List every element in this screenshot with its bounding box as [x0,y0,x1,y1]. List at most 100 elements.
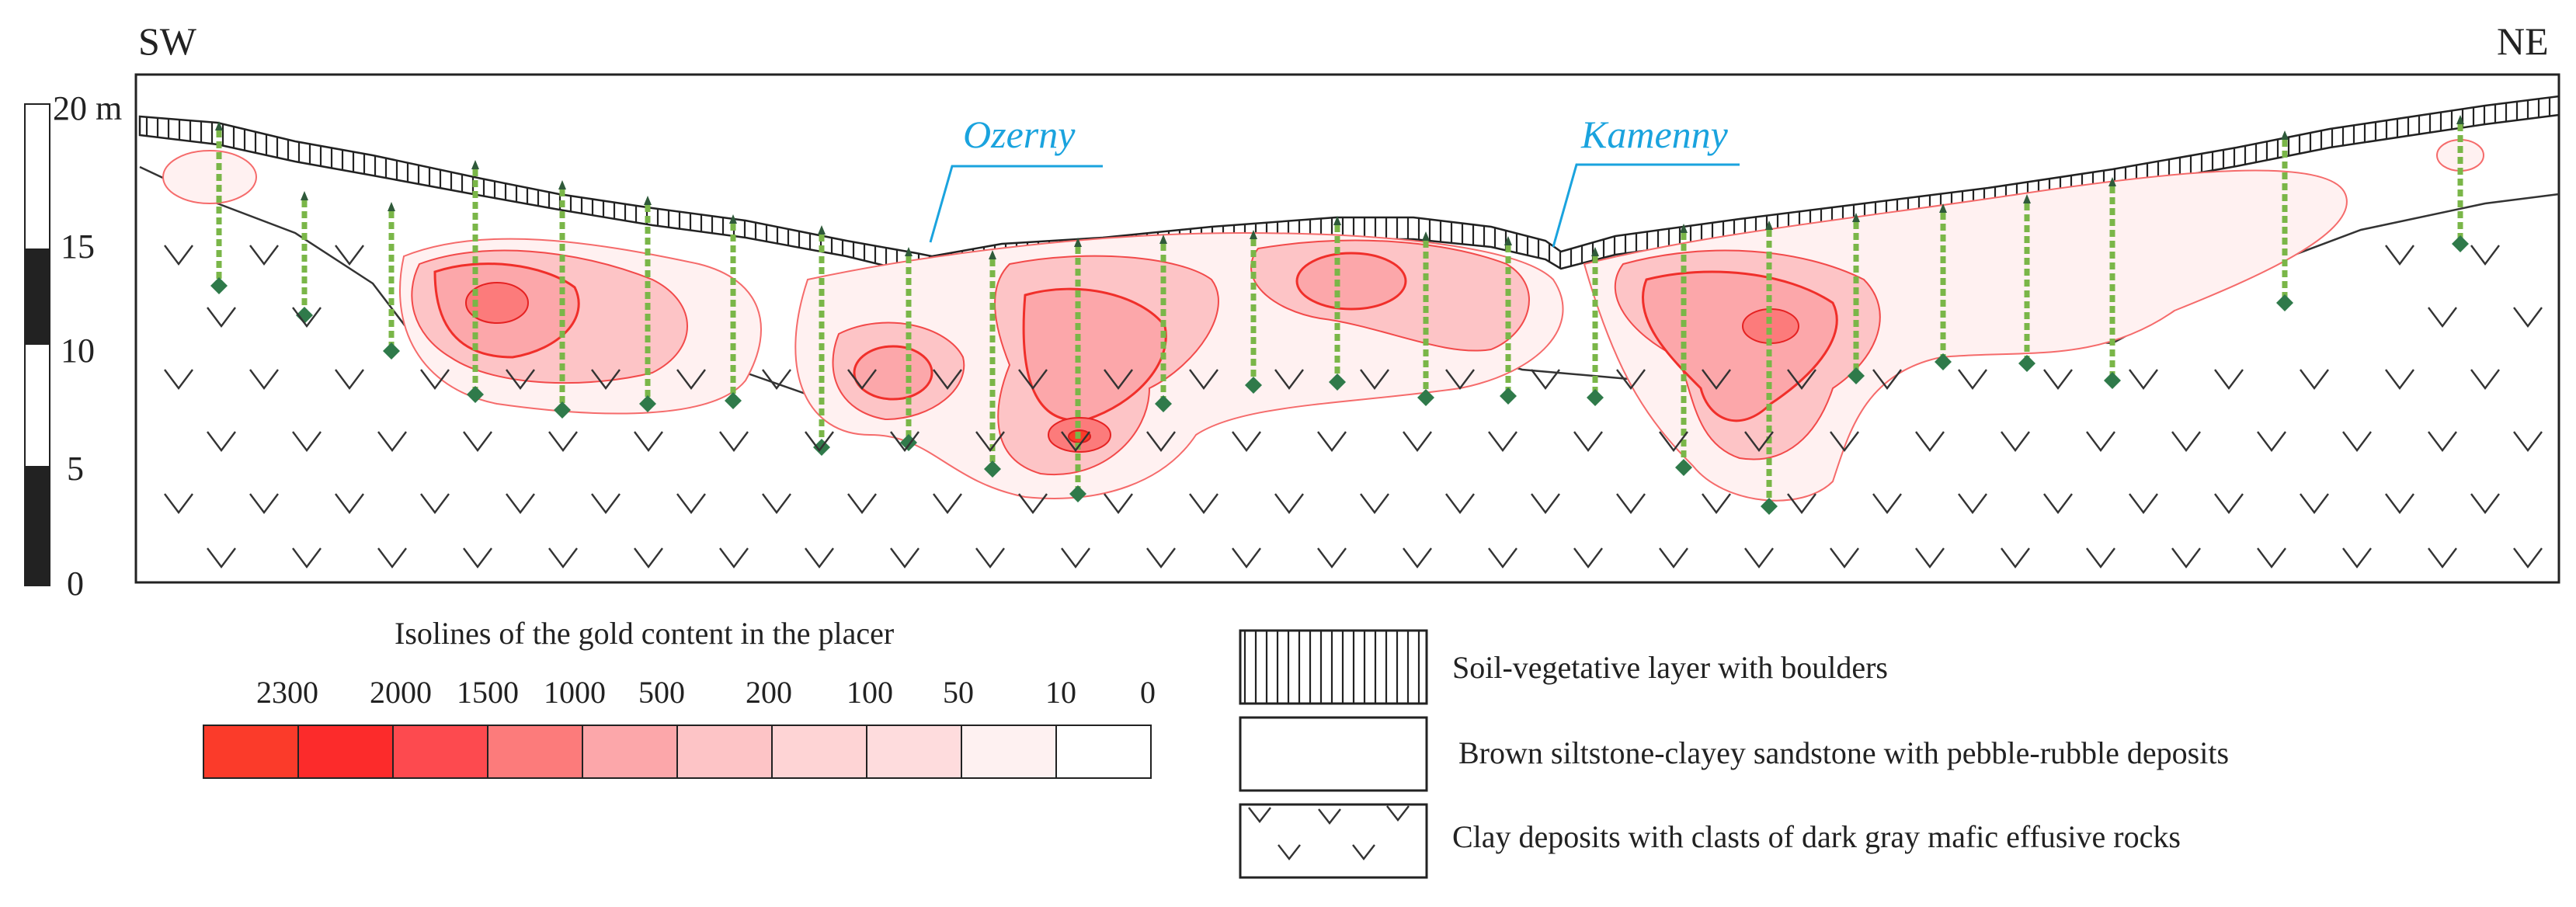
clay-v-mark [2385,493,2414,514]
borehole-end-marker [1675,459,1692,476]
clay-v-mark [1787,369,1816,390]
clay-v-mark [249,493,279,514]
borehole-collar [644,196,652,205]
clay-v-mark [1146,431,1176,452]
clay-v-mark [2171,547,2201,568]
clay-v-mark [1189,493,1218,514]
clay-v-mark [1104,493,1133,514]
borehole-end-marker [210,277,228,294]
clay-v-mark [975,431,1005,452]
gold-legend-swatch [487,725,583,779]
clay-v-mark [164,245,193,266]
clay-v-mark [2214,369,2244,390]
clay-v-mark [2428,431,2457,452]
clay-v-mark [933,369,962,390]
clay-v-mark [2513,547,2543,568]
clay-v-mark [335,245,364,266]
clay-v-mark [377,547,407,568]
scale-tick-20: 20 m [53,89,123,127]
borehole-collar [558,180,566,189]
clay-v-mark [2513,307,2543,328]
gold-zone [162,150,257,204]
clay-v-mark [249,369,279,390]
borehole-collar [1074,238,1082,247]
clay-v-mark [847,369,877,390]
clay-v-mark [1744,431,1774,452]
gold-legend-value: 2000 [370,675,432,710]
clay-v-mark [506,369,535,390]
clay-v-mark [1189,369,1218,390]
clay-v-mark [1958,369,1987,390]
borehole-end-marker [1245,377,1262,394]
boreholes [210,115,2469,515]
gold-legend-swatch [297,725,394,779]
clay-v-mark [1274,369,1304,390]
clay-v-mark [1403,431,1432,452]
clay-v-mark [1061,547,1090,568]
clay-v-mark [1787,493,1816,514]
scale-tick-5: 5 [67,450,84,488]
clay-v-mark [1146,547,1176,568]
gold-legend-value: 50 [943,675,974,710]
borehole-end-marker [1587,389,1604,406]
borehole-collar [2023,194,2031,203]
legend-clay-marks [1248,805,1410,860]
legend-text-soil: Soil-vegetative layer with boulders [1452,650,1888,685]
borehole-collar [729,214,737,224]
clay-v-mark [1531,493,1560,514]
gold-legend-swatch [676,725,773,779]
borehole-end-marker [1417,389,1434,406]
borehole-end-marker [554,401,571,419]
legend-box-soil [1239,629,1428,705]
clay-v-mark [805,431,834,452]
clay-v-mark [1274,493,1304,514]
clay-v-mark [2342,431,2372,452]
clay-v-mark [2470,245,2500,266]
scale-tick-10: 10 [61,332,95,370]
gold-legend-value: 10 [1045,675,1076,710]
clay-v-mark [1317,547,1347,568]
borehole-end-marker [1329,374,1346,391]
borehole-end-marker [1069,485,1086,502]
clay-v-mark [207,547,236,568]
clay-v-mark [1573,547,1603,568]
clay-v-mark [1488,431,1517,452]
borehole-end-marker [296,307,313,324]
legend-clay-v-mark [1386,805,1410,822]
gold-legend-swatch [771,725,867,779]
legend-clay-v-mark [1248,807,1271,823]
gold-legend-swatch [961,725,1057,779]
borehole-collar [215,121,223,130]
legend-text-clay: Clay deposits with clasts of dark gray m… [1452,819,2181,854]
legend-box-clay [1239,803,1428,879]
scale-tick-0: 0 [67,565,84,603]
direction-ne-label: NE [2497,19,2549,63]
clay-v-mark [719,547,749,568]
clay-v-mark [2470,493,2500,514]
clay-v-mark [164,493,193,514]
borehole-collar [2108,177,2116,186]
direction-sw-label: SW [138,19,196,63]
clay-v-mark [2001,431,2030,452]
gold-legend-value: 1000 [544,675,606,710]
borehole-collar [2456,115,2464,124]
gold-zone [1295,252,1407,311]
clay-v-mark [890,431,920,452]
borehole-collar [1504,236,1512,245]
borehole-end-marker [725,392,742,409]
clay-v-mark [1915,547,1945,568]
clay-v-mark [1403,547,1432,568]
clay-v-mark [548,547,578,568]
borehole-collar [388,202,395,211]
clay-v-mark [1830,431,1859,452]
clay-v-mark [2342,547,2372,568]
clay-v-mark [1445,493,1475,514]
clay-v-mark [548,431,578,452]
borehole-end-marker [984,460,1001,478]
borehole-end-marker [2104,372,2121,389]
clay-v-mark [1360,493,1389,514]
clay-v-mark [2257,431,2286,452]
clay-v-mark [890,547,920,568]
clay-v-mark [1616,493,1646,514]
